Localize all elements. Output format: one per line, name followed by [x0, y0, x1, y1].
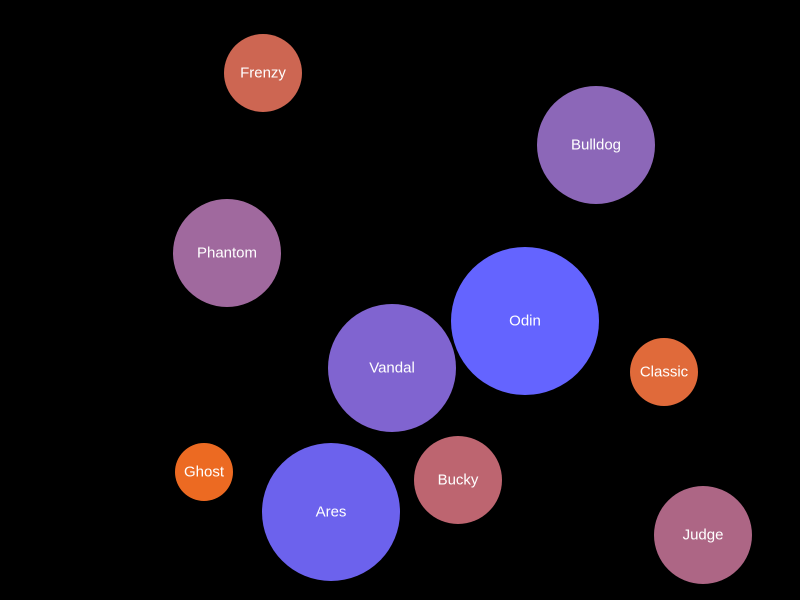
bubble-circle-ghost[interactable]	[175, 443, 233, 501]
bubble-odin[interactable]: Odin	[451, 247, 599, 395]
bubble-label-classic: Classic	[640, 364, 689, 381]
bubble-label-bulldog: Bulldog	[571, 137, 621, 154]
bubble-circle-phantom[interactable]	[173, 199, 281, 307]
bubble-circle-odin[interactable]	[451, 247, 599, 395]
bubble-label-bucky: Bucky	[438, 472, 479, 489]
bubble-bulldog[interactable]: Bulldog	[537, 86, 655, 204]
bubble-circle-bulldog[interactable]	[537, 86, 655, 204]
bubble-phantom[interactable]: Phantom	[173, 199, 281, 307]
bubble-label-odin: Odin	[509, 313, 541, 330]
bubble-label-phantom: Phantom	[197, 245, 257, 262]
bubble-label-judge: Judge	[683, 527, 724, 544]
bubble-vandal[interactable]: Vandal	[328, 304, 456, 432]
bubble-label-frenzy: Frenzy	[240, 65, 286, 82]
bubble-circle-vandal[interactable]	[328, 304, 456, 432]
bubble-ares[interactable]: Ares	[262, 443, 400, 581]
bubble-judge[interactable]: Judge	[654, 486, 752, 584]
bubble-circle-classic[interactable]	[630, 338, 698, 406]
bubble-frenzy[interactable]: Frenzy	[224, 34, 302, 112]
bubble-circle-frenzy[interactable]	[224, 34, 302, 112]
bubble-label-ares: Ares	[316, 504, 347, 521]
bubble-circle-bucky[interactable]	[414, 436, 502, 524]
bubble-label-ghost: Ghost	[184, 464, 225, 481]
bubble-classic[interactable]: Classic	[630, 338, 698, 406]
bubble-circle-ares[interactable]	[262, 443, 400, 581]
bubble-circle-judge[interactable]	[654, 486, 752, 584]
bubble-ghost[interactable]: Ghost	[175, 443, 233, 501]
bubble-label-vandal: Vandal	[369, 360, 415, 377]
bubble-bucky[interactable]: Bucky	[414, 436, 502, 524]
